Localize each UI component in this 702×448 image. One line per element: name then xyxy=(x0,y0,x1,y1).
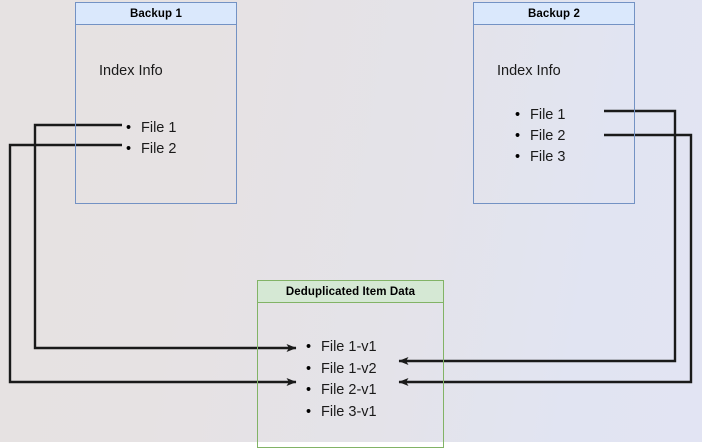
list-item: File 2-v1 xyxy=(306,380,377,402)
list-item: File 1-v2 xyxy=(306,359,377,381)
node-backup-1-header: Backup 1 xyxy=(76,3,236,25)
file-list-backup-1: File 1 File 2 xyxy=(126,118,176,160)
node-backup-2-body: Index Info File 1 File 2 File 3 xyxy=(474,25,634,203)
node-dedup-body: File 1-v1 File 1-v2 File 2-v1 File 3-v1 xyxy=(258,303,443,447)
node-deduplicated-item-data[interactable]: Deduplicated Item Data File 1-v1 File 1-… xyxy=(257,280,444,448)
list-item: File 1 xyxy=(126,118,176,139)
node-dedup-header: Deduplicated Item Data xyxy=(258,281,443,303)
file-list-backup-2: File 1 File 2 File 3 xyxy=(515,105,565,168)
node-backup-2-header: Backup 2 xyxy=(474,3,634,25)
node-backup-2[interactable]: Backup 2 Index Info File 1 File 2 File 3 xyxy=(473,2,635,204)
list-item: File 3-v1 xyxy=(306,402,377,424)
list-item: File 1-v1 xyxy=(306,337,377,359)
node-backup-1-body: Index Info File 1 File 2 xyxy=(76,25,236,203)
index-info-label-2: Index Info xyxy=(497,63,561,79)
list-item: File 2 xyxy=(515,126,565,147)
list-item: File 2 xyxy=(126,139,176,160)
file-list-dedup: File 1-v1 File 1-v2 File 2-v1 File 3-v1 xyxy=(306,337,377,423)
list-item: File 1 xyxy=(515,105,565,126)
node-backup-1[interactable]: Backup 1 Index Info File 1 File 2 xyxy=(75,2,237,204)
index-info-label-1: Index Info xyxy=(99,63,163,79)
list-item: File 3 xyxy=(515,147,565,168)
